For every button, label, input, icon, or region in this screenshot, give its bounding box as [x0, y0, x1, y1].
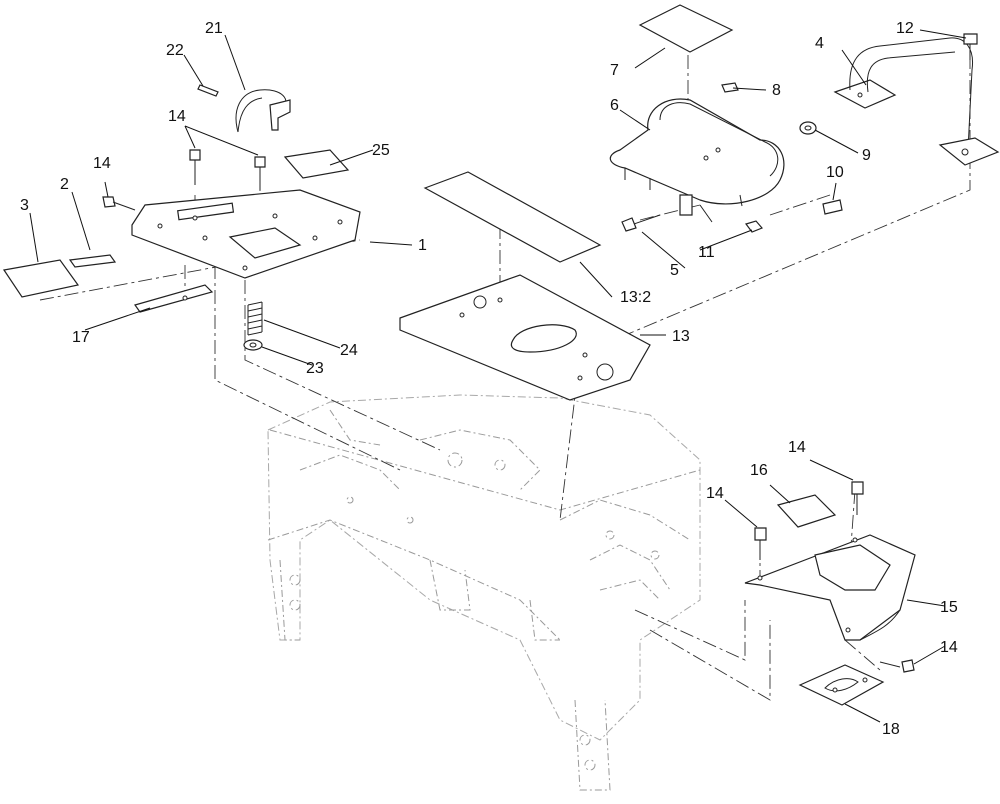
callout-25: 25 [372, 142, 390, 159]
callout-12: 12 [896, 20, 914, 37]
part-16-decal [776, 494, 837, 528]
callout-2: 2 [60, 176, 69, 193]
part-4-handle-bracket [833, 37, 1000, 166]
callout-5: 5 [670, 262, 679, 279]
callout-14-right-a: 14 [706, 485, 724, 502]
callout-11: 11 [698, 244, 715, 261]
part-23-washer [243, 339, 263, 351]
part-15-right-plate [744, 534, 916, 641]
callout-24: 24 [340, 342, 358, 359]
callout-23: 23 [306, 360, 324, 377]
part-3-decal [2, 259, 80, 298]
part-18-bracket [798, 664, 885, 706]
part-21-latch-handle [235, 89, 291, 133]
part-14-bolts-right [754, 481, 915, 673]
callout-17: 17 [72, 329, 90, 346]
part-24-spring [247, 301, 263, 336]
callout-6: 6 [610, 97, 619, 114]
callout-3: 3 [20, 197, 29, 214]
part-2-decal-strip [68, 254, 117, 268]
callout-14-left: 14 [93, 155, 111, 172]
callout-16: 16 [750, 462, 768, 479]
part-13-center-plate [399, 274, 651, 401]
callout-8: 8 [772, 82, 781, 99]
part-17-bar [134, 284, 214, 313]
callout-9: 9 [862, 147, 871, 164]
part-13-2-decal [423, 171, 602, 263]
part-7-decal [638, 4, 734, 53]
callout-10: 10 [826, 164, 844, 181]
part-12-bolt [963, 33, 978, 60]
part-8-clip [721, 82, 739, 93]
main-frame-phantom [267, 394, 701, 791]
part-14-bolts-left [102, 149, 266, 211]
callout-22: 22 [166, 42, 184, 59]
callout-21: 21 [205, 20, 223, 37]
callout-4: 4 [815, 35, 824, 52]
callout-13-2: 13:2 [620, 289, 651, 306]
callout-leaders [29, 29, 967, 723]
part-1-left-deck-plate [131, 189, 361, 279]
part-10-spacer [822, 199, 843, 215]
callout-14-top: 14 [168, 108, 186, 125]
callout-13: 13 [672, 328, 690, 345]
callout-14-right-c: 14 [940, 639, 958, 656]
part-9-washer [799, 121, 817, 135]
part-22-pin [197, 84, 219, 97]
callout-14-right-b: 14 [788, 439, 806, 456]
part-11-nut [745, 220, 764, 233]
callout-labels: 1 2 3 4 5 6 7 8 9 10 11 12 13 13:2 14 14… [20, 20, 958, 738]
part-25-decal [283, 149, 350, 179]
part-6-frame-assembly [609, 98, 785, 223]
callout-7: 7 [610, 62, 619, 79]
callout-15: 15 [940, 599, 958, 616]
callout-18: 18 [882, 721, 900, 738]
part-5-bolt [621, 214, 661, 232]
callout-1: 1 [418, 237, 427, 254]
